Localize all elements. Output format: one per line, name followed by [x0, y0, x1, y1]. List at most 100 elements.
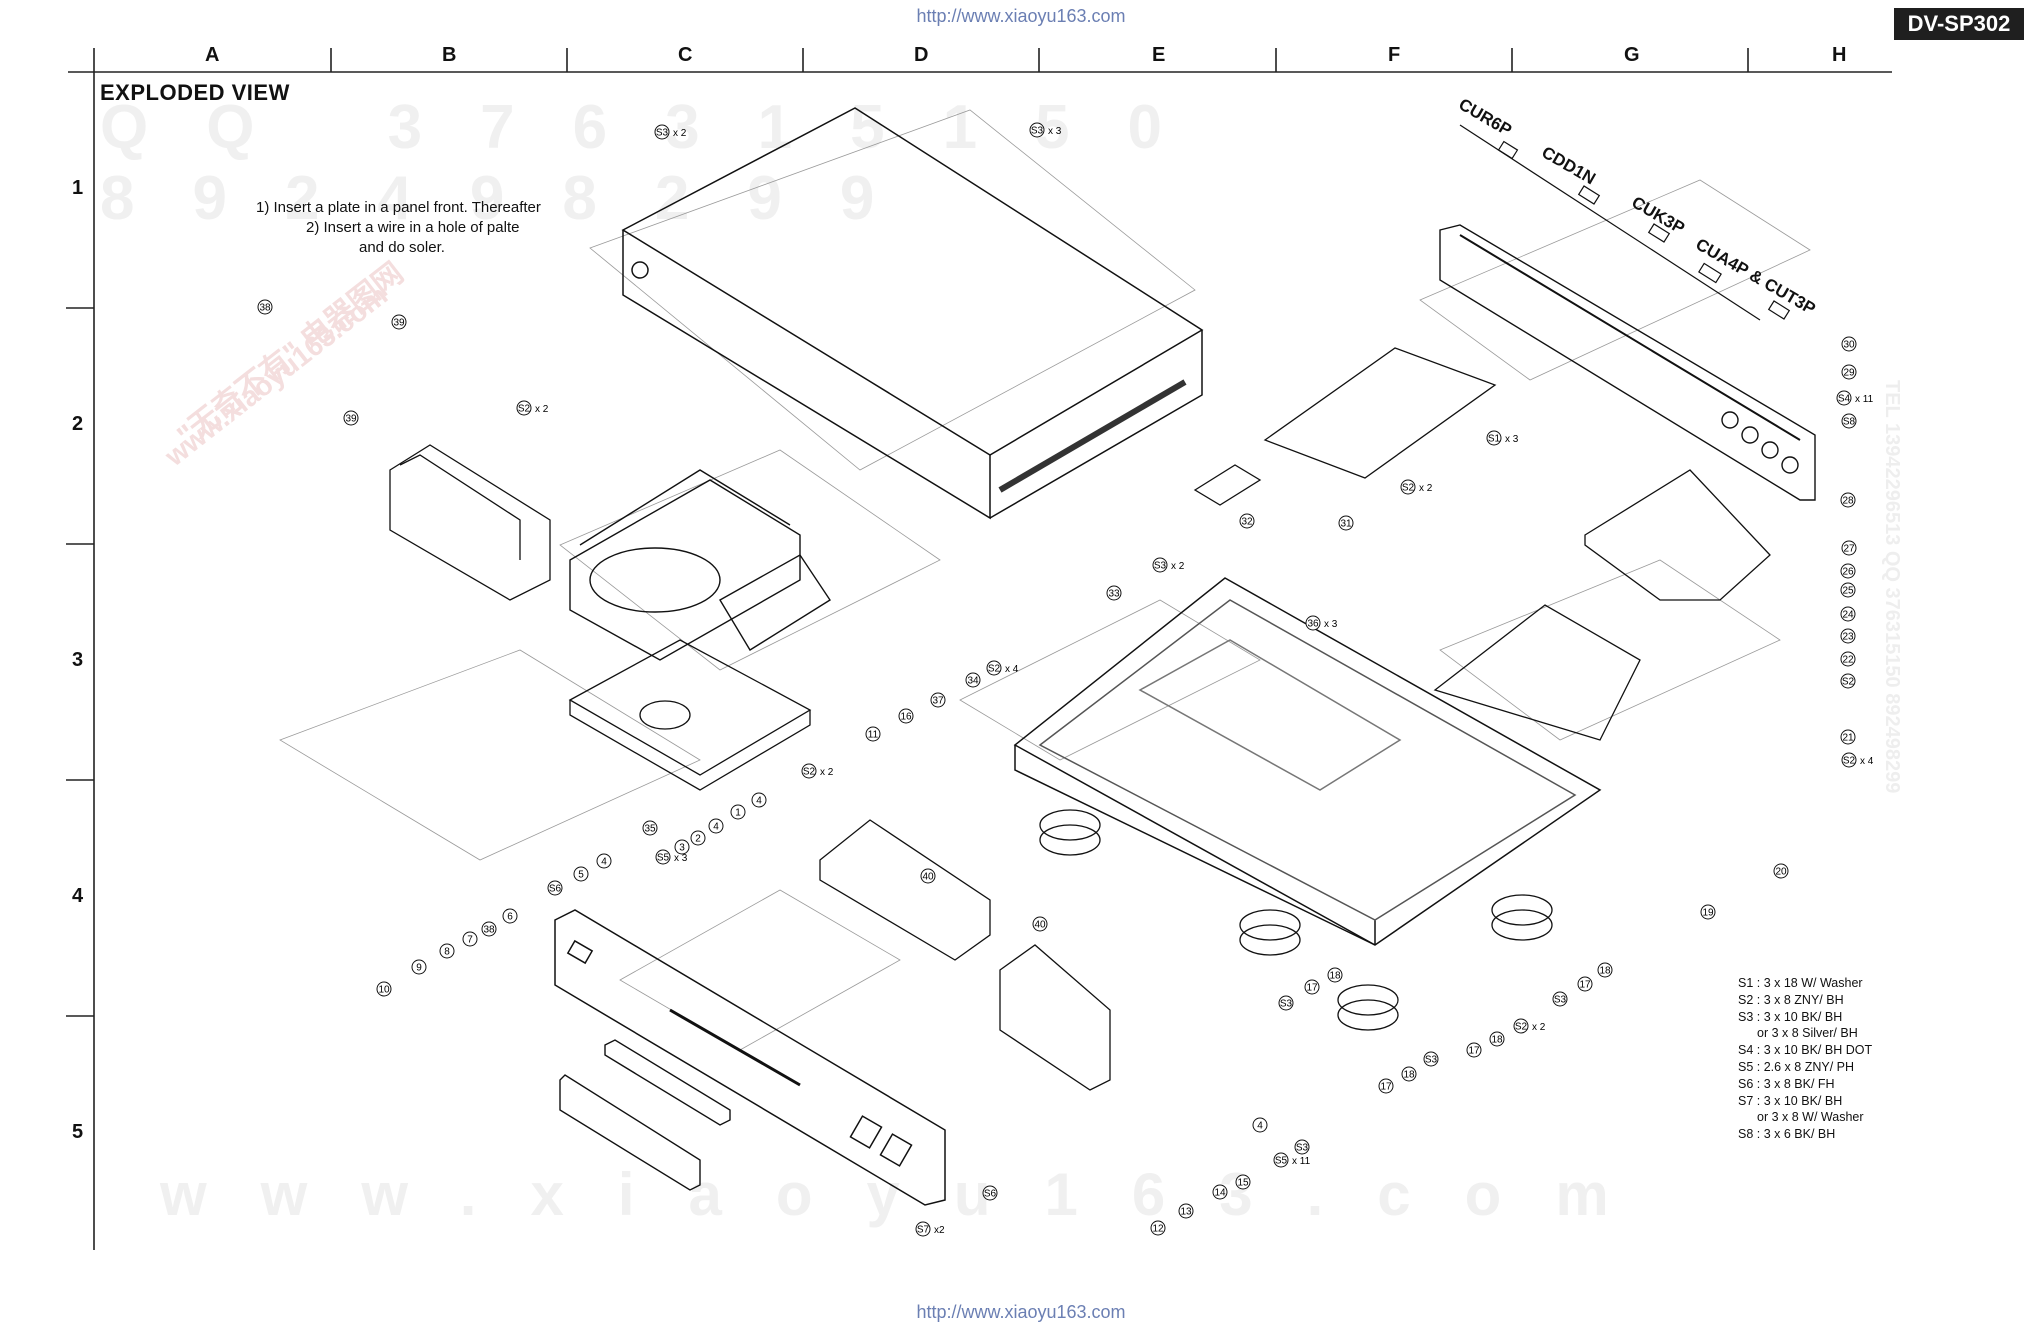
callout-circle	[1378, 1078, 1394, 1094]
callout-label: 5	[578, 870, 584, 881]
callout-circle	[1466, 1042, 1482, 1058]
callout-circle	[1029, 122, 1045, 138]
watermark-www: www.xiaoyu163.com	[160, 1161, 1663, 1228]
jack-board	[1584, 469, 1771, 601]
front-panel	[554, 909, 946, 1206]
connector-cables	[1459, 124, 1791, 321]
callout-circle	[1152, 557, 1168, 573]
callout-label: 13	[1180, 1207, 1192, 1218]
callout-18: 18	[1597, 962, 1613, 978]
callout-label: S3	[1554, 995, 1567, 1006]
callout-label: 8	[444, 947, 450, 958]
callout-38: 38	[257, 299, 273, 315]
col-label-e: E	[1152, 44, 1166, 66]
callout-circle	[1178, 1203, 1194, 1219]
callout-circle	[547, 880, 563, 896]
callout-13: 13	[1178, 1203, 1194, 1219]
power-board	[1193, 347, 1497, 506]
legend-s3-alt: or 3 x 8 Silver/ BH	[1757, 1026, 1858, 1041]
legend-s1: S1 : 3 x 18 W/ Washer	[1738, 976, 1863, 990]
legend-s2: S2 : 3 x 8 ZNY/ BH	[1738, 992, 1844, 1007]
callout-s2: S2	[1840, 673, 1856, 689]
callout-2: 2	[690, 830, 706, 846]
callout-18: 18	[1401, 1066, 1417, 1082]
callout-circle	[343, 410, 359, 426]
callout-18: 18	[1489, 1031, 1505, 1047]
callout-circle	[1294, 1139, 1310, 1155]
callout-label: 3	[679, 843, 685, 854]
row-label-2: 2	[72, 413, 84, 435]
callout-label: S5	[1275, 1156, 1288, 1167]
callout-label: 17	[1579, 980, 1591, 991]
callout-qty: x 2	[673, 128, 687, 139]
legend-s5: S5 : 2.6 x 8 ZNY/ PH	[1738, 1059, 1855, 1074]
callout-28: 28	[1840, 492, 1856, 508]
callout-circle	[376, 981, 392, 997]
callout-label: 37	[932, 696, 944, 707]
callout-circle	[1700, 904, 1716, 920]
callout-24: 24	[1840, 606, 1856, 622]
callout-label: S2	[803, 767, 816, 778]
top-cover	[621, 107, 1204, 520]
callout-label: 40	[1034, 920, 1046, 931]
callout-label: 1	[735, 808, 741, 819]
callout-label: 4	[601, 857, 607, 868]
callout-19: 19	[1700, 904, 1716, 920]
callout-label: 17	[1380, 1082, 1392, 1093]
display-window	[559, 1074, 701, 1191]
callout-label: 11	[868, 730, 879, 741]
model-badge: DV-SP302	[1894, 8, 2024, 40]
callout-circle	[1239, 513, 1255, 529]
callout-qty: x 2	[535, 404, 549, 415]
callout-10: 10	[376, 981, 392, 997]
callout-circle	[986, 660, 1002, 676]
callout-qty: x 2	[820, 767, 834, 778]
callout-17: 17	[1577, 976, 1593, 992]
callout-circle	[516, 400, 532, 416]
header-url[interactable]: http://www.xiaoyu163.com	[916, 6, 1126, 26]
callout-circle	[642, 820, 658, 836]
footer-url[interactable]: http://www.xiaoyu163.com	[916, 1302, 1126, 1322]
callout-circle	[1841, 752, 1857, 768]
callout-s3: S3	[1278, 995, 1294, 1011]
callout-circle	[898, 708, 914, 724]
callout-circle	[965, 672, 981, 688]
callout-circle	[1489, 1031, 1505, 1047]
callout-label: 39	[345, 414, 357, 425]
callout-label: 17	[1306, 983, 1318, 994]
callout-label: 38	[483, 925, 495, 936]
callout-label: 4	[713, 822, 719, 833]
callout-18: 18	[1327, 967, 1343, 983]
callout-label: 27	[1843, 544, 1855, 555]
callout-circle	[1841, 364, 1857, 380]
row-label-1: 1	[72, 177, 84, 199]
callout-29: 29	[1841, 364, 1857, 380]
callout-label: 34	[967, 676, 979, 687]
callout-circle	[1106, 585, 1122, 601]
callout-label: 21	[1842, 733, 1854, 744]
callout-circle	[930, 692, 946, 708]
callout-circle	[1486, 430, 1502, 446]
callout-qty: x2	[934, 1225, 945, 1236]
callout-label: 38	[259, 303, 271, 314]
callout-circle	[1840, 729, 1856, 745]
callout-label: 23	[1842, 632, 1854, 643]
callout-22: 22	[1840, 651, 1856, 667]
callout-label: 29	[1843, 368, 1855, 379]
callout-label: 24	[1842, 610, 1854, 621]
callout-qty: x 2	[1419, 483, 1433, 494]
callout-label: S3	[1280, 999, 1293, 1010]
callout-circle	[1304, 979, 1320, 995]
callout-38: 38	[481, 921, 497, 937]
callout-label: 25	[1842, 586, 1854, 597]
callout-circle	[596, 853, 612, 869]
callout-circle	[1400, 479, 1416, 495]
callout-circle	[1840, 606, 1856, 622]
callout-circle	[801, 763, 817, 779]
page-title: EXPLODED VIEW	[100, 80, 290, 105]
